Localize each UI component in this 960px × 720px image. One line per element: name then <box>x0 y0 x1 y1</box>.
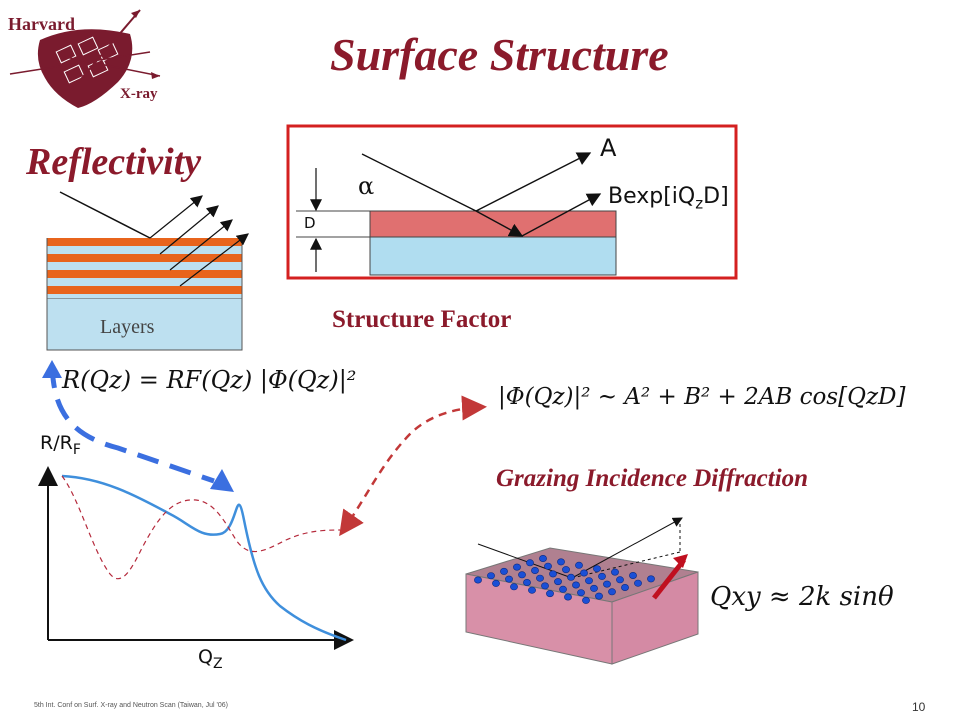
thickness-label: D <box>304 214 316 232</box>
red-dashed-arrow <box>339 395 487 537</box>
surface-atom <box>577 589 585 597</box>
page-number: 10 <box>912 700 926 714</box>
surface-atom <box>582 596 590 604</box>
surface-atom <box>523 578 531 586</box>
surface-atom <box>562 566 570 574</box>
reflectivity-curve <box>61 474 347 642</box>
plot-y-label-sub: F <box>72 441 81 458</box>
alpha-label: α <box>358 172 375 200</box>
surface-atom <box>647 575 655 583</box>
surface-atom <box>474 576 482 584</box>
surface-atom <box>549 570 557 578</box>
surface-atom <box>593 565 601 573</box>
plot-x-label-text: Q <box>198 646 213 668</box>
surface-atom <box>541 582 549 590</box>
surface-atom <box>603 580 611 588</box>
structure-factor-equation: |Φ(Qz)|² ~ A² + B² + 2AB cos[QzD] <box>498 384 906 410</box>
layers-label: Layers <box>100 316 155 338</box>
surface-atom <box>500 567 508 575</box>
amp-b-sub: z <box>695 194 704 213</box>
section-title-reflectivity: Reflectivity <box>26 141 202 183</box>
surface-atom <box>575 561 583 569</box>
surface-atom <box>554 578 562 586</box>
fresnel-dashed-curve <box>61 475 341 580</box>
logo-bottom-text: X-ray <box>120 86 158 102</box>
plot-y-label: R/RF <box>40 432 81 458</box>
surface-atom <box>518 571 526 579</box>
surface-atom <box>510 583 518 591</box>
page-title: Surface Structure <box>330 29 669 80</box>
surface-atom <box>531 566 539 574</box>
surface-atom <box>528 586 536 594</box>
surface-atom <box>546 590 554 598</box>
surface-atom <box>611 568 619 576</box>
surface-atom <box>595 592 603 600</box>
plot-x-label-sub: Z <box>212 655 223 672</box>
surface-atom <box>598 572 606 580</box>
amp-b-text: Bexp[iQ <box>608 184 696 209</box>
structure-factor-diagram <box>286 124 738 280</box>
surface-atom <box>526 559 534 567</box>
surface-atom <box>487 572 495 580</box>
surface-atom <box>536 574 544 582</box>
surface-atom <box>580 569 588 577</box>
reflected-amplitude-label: A <box>600 134 617 162</box>
reflectivity-plot <box>38 466 354 650</box>
qxy-red-arrow <box>652 558 686 600</box>
surface-atom <box>621 583 629 591</box>
amp-b-end: D] <box>703 184 729 209</box>
surface-atom <box>585 577 593 585</box>
substrate-layer <box>369 236 617 276</box>
surface-atom <box>559 585 567 593</box>
blue-dashed-arrow <box>42 360 234 492</box>
gid-label: Grazing Incidence Diffraction <box>496 465 809 492</box>
surface-atom <box>616 576 624 584</box>
surface-atom <box>629 571 637 579</box>
surface-atom <box>608 588 616 596</box>
phase-shifted-amplitude-label: Bexp[iQzD] <box>608 184 729 212</box>
structure-factor-label: Structure Factor <box>332 306 512 333</box>
surface-atom <box>505 575 513 583</box>
incident-beam <box>59 191 151 239</box>
plot-x-label: QZ <box>198 646 223 672</box>
logo-top-text: Harvard <box>8 14 75 34</box>
surface-atom <box>634 579 642 587</box>
surface-atom <box>557 558 565 566</box>
surface-atom <box>513 563 521 571</box>
gid-crystal-diagram <box>465 517 699 665</box>
gid-equation: Qxy ≈ 2k sinθ <box>710 582 894 612</box>
film-layer <box>369 210 617 238</box>
surface-atom <box>567 573 575 581</box>
multilayer-stack <box>46 191 249 351</box>
surface-atom <box>564 593 572 601</box>
plot-y-label-text: R/R <box>40 432 73 454</box>
shield-logo-icon <box>9 9 161 109</box>
surface-atom <box>590 584 598 592</box>
surface-atom <box>539 554 547 562</box>
footer-citation: 5th Int. Conf on Surf. X-ray and Neutron… <box>34 702 228 709</box>
surface-atom <box>572 581 580 589</box>
surface-atom <box>544 562 552 570</box>
surface-atom <box>492 579 500 587</box>
harvard-xray-logo: Harvard X-ray <box>0 0 200 110</box>
reflectivity-equation: R(Qz) = RF(Qz) |Φ(Qz)|² <box>62 366 357 394</box>
